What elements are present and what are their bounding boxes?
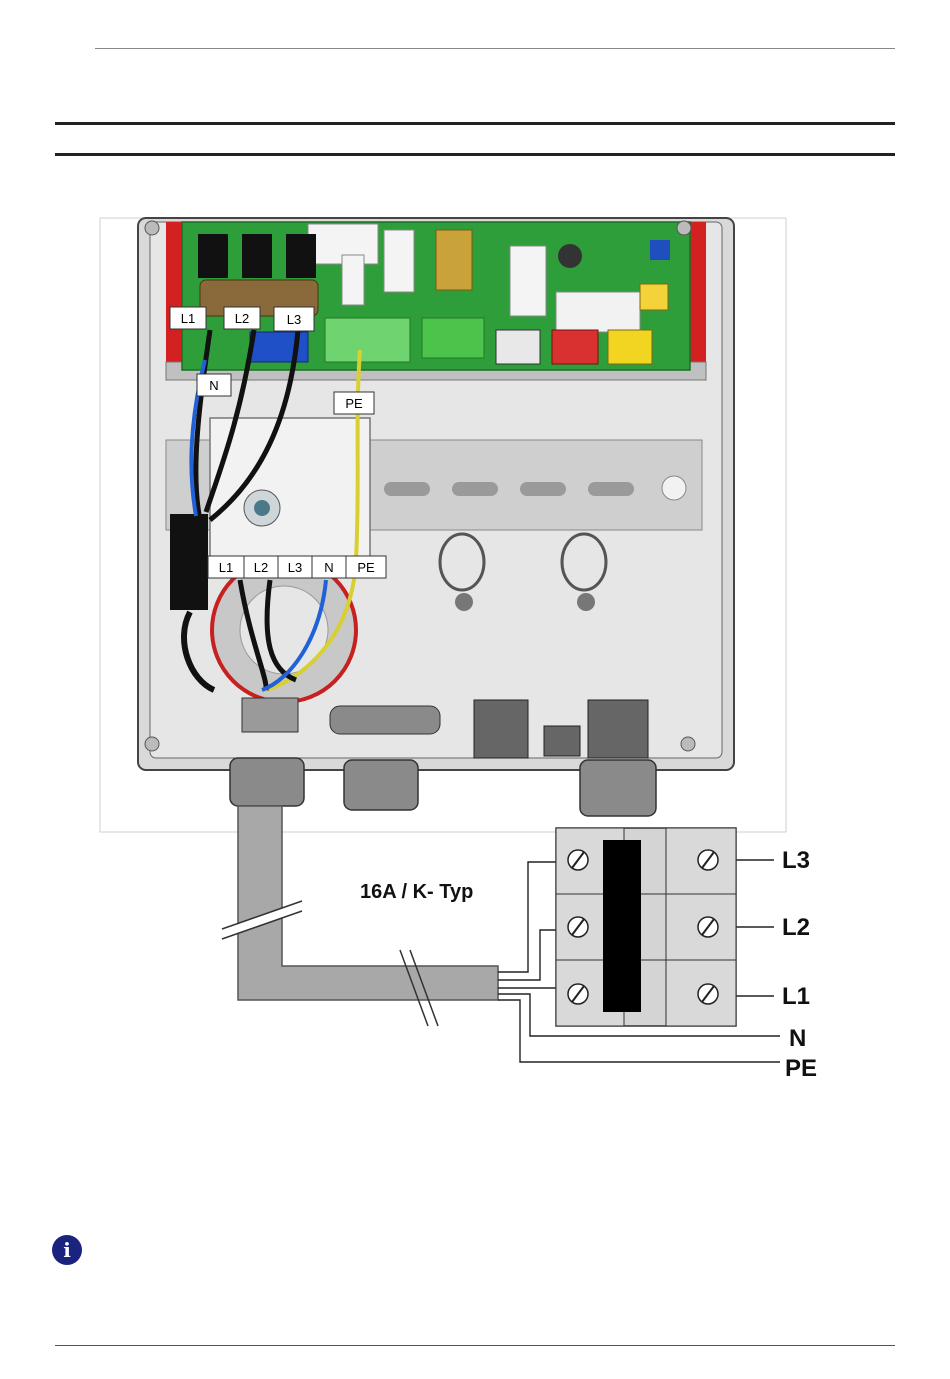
section-rule-bottom <box>55 153 895 156</box>
term-label-pe: PE <box>357 560 375 575</box>
breaker-label-n: N <box>789 1025 806 1052</box>
enclosure-label-l2: L2 <box>224 307 260 329</box>
wallbox-enclosure <box>138 218 734 770</box>
rcd-terminal-labels: L1 L2 L3 N PE <box>208 556 386 578</box>
cable-gland <box>230 758 304 806</box>
breaker-label-l1: L1 <box>782 983 810 1010</box>
enclosure-label-pe: PE <box>334 392 374 414</box>
svg-text:N: N <box>209 378 218 393</box>
term-label-l1: L1 <box>219 560 233 575</box>
wiring-diagram: L1 L2 L3 N PE L1 L2 L3 N PE 16A / K- Typ <box>95 210 855 1110</box>
breaker-label-l3: L3 <box>782 847 810 874</box>
enclosure-label-n: N <box>197 374 231 396</box>
enclosure-label-l1: L1 <box>170 307 206 329</box>
svg-text:L2: L2 <box>235 311 249 326</box>
cable-gland <box>580 760 656 816</box>
enclosure-label-l3: L3 <box>274 307 314 331</box>
svg-text:PE: PE <box>345 396 363 411</box>
cable-gland <box>344 760 418 810</box>
section-rule-top <box>55 122 895 125</box>
term-label-l3: L3 <box>288 560 302 575</box>
term-label-n: N <box>324 560 333 575</box>
breaker-label-pe: PE <box>785 1055 817 1082</box>
header-thin-rule <box>95 48 895 49</box>
circuit-breaker <box>556 828 736 1026</box>
term-label-l2: L2 <box>254 560 268 575</box>
breaker-label-l2: L2 <box>782 914 810 941</box>
breaker-type-label: 16A / K- Typ <box>360 881 473 903</box>
svg-text:L3: L3 <box>287 312 301 327</box>
info-icon: i <box>52 1235 82 1265</box>
svg-text:L1: L1 <box>181 311 195 326</box>
supply-cable <box>222 806 498 1026</box>
footer-rule <box>55 1345 895 1346</box>
